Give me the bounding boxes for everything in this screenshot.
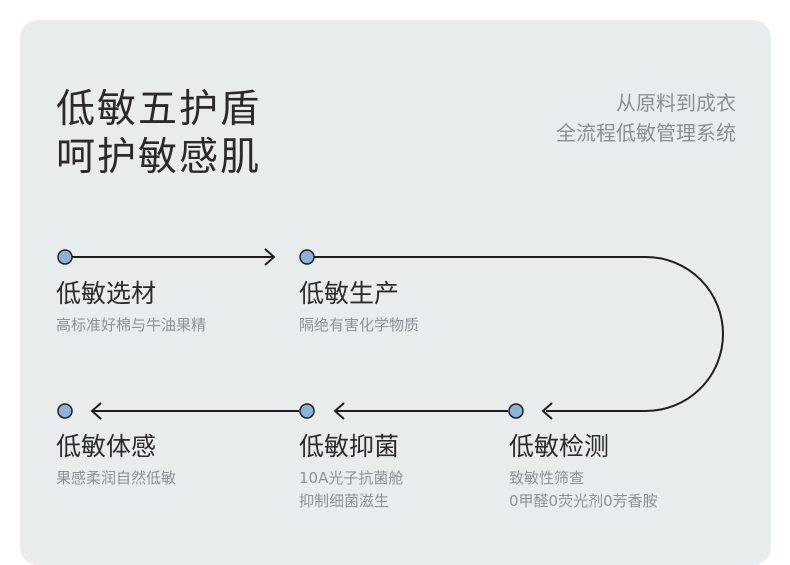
- arrowhead-left-icon: [90, 402, 102, 420]
- headline-line-1: 低敏五护盾: [56, 87, 262, 132]
- headline-line-2: 呵护敏感肌: [56, 135, 262, 180]
- step-dot-2: [299, 249, 315, 265]
- step-1-title: 低敏选材: [56, 279, 157, 308]
- arrowhead-left-icon: [333, 402, 345, 420]
- step-dot-4: [299, 403, 315, 419]
- step-3-desc-line-1: 致敏性筛查: [509, 469, 585, 487]
- step-4-title: 低敏抑菌: [299, 432, 400, 461]
- step-dot-3: [508, 403, 524, 419]
- tagline-line-1: 从原料到成衣: [616, 91, 736, 115]
- step-5-title: 低敏体感: [56, 432, 157, 461]
- step-3-desc-line-2: 0甲醛0荧光剂0芳香胺: [509, 492, 658, 510]
- step-3-title: 低敏检测: [509, 432, 610, 461]
- card-background: [20, 20, 771, 565]
- step-1-desc: 高标准好棉与牛油果精: [56, 316, 207, 334]
- step-4-desc-line-1: 10A光子抗菌舱: [299, 469, 404, 487]
- connector-curve: [314, 256, 724, 412]
- step-4-desc-line-2: 抑制细菌滋生: [299, 492, 390, 510]
- arrowhead-right-icon: [264, 248, 276, 266]
- step-5-desc: 果感柔润自然低敏: [56, 469, 177, 487]
- tagline-line-2: 全流程低敏管理系统: [556, 121, 736, 145]
- step-dot-5: [57, 403, 73, 419]
- arrowhead-left-icon: [541, 402, 553, 420]
- step-2-title: 低敏生产: [299, 279, 400, 308]
- step-2-desc: 隔绝有害化学物质: [299, 316, 420, 334]
- step-dot-1: [57, 249, 73, 265]
